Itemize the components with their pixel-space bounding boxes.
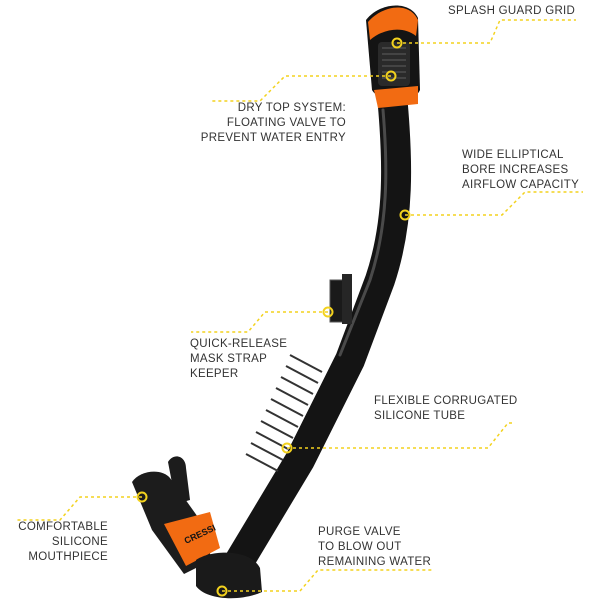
callout-line: AIRFLOW CAPACITY bbox=[462, 179, 580, 191]
dot-purge bbox=[216, 585, 228, 597]
dot-keeper bbox=[322, 306, 334, 318]
line-keeper bbox=[191, 311, 328, 333]
callout-line: KEEPER bbox=[190, 368, 239, 380]
dot-bore bbox=[399, 209, 411, 221]
callout-line: QUICK-RELEASE bbox=[190, 338, 288, 350]
callout-mouthpiece: COMFORTABLE SILICONE MOUTHPIECE bbox=[18, 520, 108, 565]
callout-dots bbox=[136, 37, 411, 597]
callout-elliptical-bore: WIDE ELLIPTICAL BORE INCREASES AIRFLOW C… bbox=[462, 148, 579, 193]
callout-strap-keeper: QUICK-RELEASE MASK STRAP KEEPER bbox=[190, 337, 287, 382]
snorkel-tube bbox=[225, 80, 412, 575]
purge-valve bbox=[196, 552, 262, 599]
callout-line: SPLASH GUARD GRID bbox=[448, 5, 576, 17]
line-tube bbox=[287, 422, 515, 449]
callout-line: SILICONE TUBE bbox=[374, 410, 466, 422]
callout-lines bbox=[17, 19, 583, 592]
callout-dry-top: DRY TOP SYSTEM: FLOATING VALVE TO PREVEN… bbox=[201, 101, 346, 146]
callout-silicone-tube: FLEXIBLE CORRUGATED SILICONE TUBE bbox=[374, 394, 518, 424]
dot-mouthpiece bbox=[136, 491, 148, 503]
callout-line: MOUTHPIECE bbox=[28, 551, 108, 563]
line-purge bbox=[222, 569, 432, 592]
callout-line: BORE INCREASES bbox=[462, 164, 569, 176]
corrugated-section bbox=[245, 354, 323, 472]
callout-line: DRY TOP SYSTEM: bbox=[237, 102, 346, 114]
callout-line: PURGE VALVE bbox=[318, 526, 401, 538]
mask-strap-keeper bbox=[329, 274, 352, 324]
dot-splash bbox=[391, 37, 403, 49]
line-splash bbox=[397, 19, 576, 44]
callout-line: FLOATING VALVE TO bbox=[226, 117, 346, 129]
callout-line: MASK STRAP bbox=[190, 353, 268, 365]
line-drytop bbox=[210, 75, 391, 102]
mouthpiece bbox=[132, 456, 220, 574]
line-bore bbox=[405, 191, 583, 216]
callout-line: SILICONE bbox=[51, 536, 108, 548]
callout-line: REMAINING WATER bbox=[318, 556, 432, 568]
callout-line: WIDE ELLIPTICAL bbox=[462, 149, 564, 161]
tube-highlight bbox=[338, 108, 388, 357]
callout-line: TO BLOW OUT bbox=[318, 541, 402, 553]
line-mouthpiece bbox=[17, 496, 142, 521]
dry-top-head bbox=[366, 5, 420, 108]
callout-splash-guard: SPLASH GUARD GRID bbox=[448, 4, 575, 19]
callout-purge-valve: PURGE VALVE TO BLOW OUT REMAINING WATER bbox=[318, 525, 431, 570]
callout-line: COMFORTABLE bbox=[18, 521, 108, 533]
dot-drytop bbox=[385, 70, 397, 82]
dot-tube bbox=[281, 442, 293, 454]
callout-line: PREVENT WATER ENTRY bbox=[200, 132, 346, 144]
callout-line: FLEXIBLE CORRUGATED bbox=[374, 395, 518, 407]
